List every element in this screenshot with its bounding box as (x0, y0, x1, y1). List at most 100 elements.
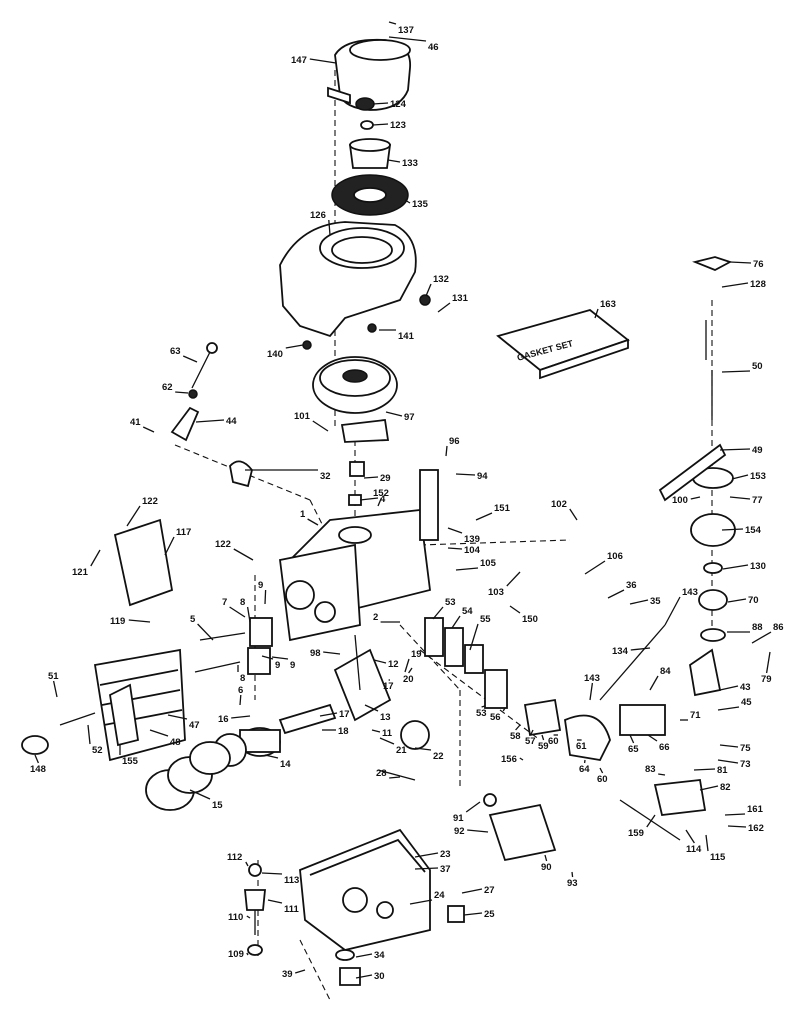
callout-label: 19 (411, 649, 422, 660)
callout-label: 48 (170, 737, 181, 748)
callout-leader (590, 683, 592, 700)
callout-label: 153 (750, 471, 766, 482)
callout-leader (585, 561, 605, 574)
callout-leader (448, 548, 462, 549)
callout-leader (730, 497, 750, 499)
callout-label: 9 (275, 660, 280, 671)
callout-leader (409, 668, 412, 673)
callout-label: 104 (464, 545, 481, 556)
callout-label: 55 (480, 614, 491, 625)
callout-label: 110 (228, 912, 243, 923)
callout-label: 159 (628, 828, 644, 839)
callout-label: 9 (258, 580, 263, 591)
callout-label: 84 (660, 666, 671, 677)
callout-label: 63 (170, 346, 181, 357)
callout-label: 115 (710, 852, 726, 863)
callout-leader (165, 537, 174, 555)
callout-label: 111 (284, 904, 300, 915)
callout-leader (647, 815, 655, 827)
callout-label: 54 (462, 606, 473, 617)
callout-leader (691, 497, 700, 499)
callout-label: 102 (551, 499, 567, 510)
callout-label: 56 (490, 712, 501, 723)
callout-leader (373, 124, 388, 125)
callout-leader (248, 607, 250, 622)
callout-leader (405, 659, 409, 672)
callout-label: 94 (477, 471, 488, 482)
callout-leader (446, 446, 447, 456)
callout-label: 51 (48, 671, 59, 682)
callout-label: 133 (402, 158, 418, 169)
callout-label: 162 (748, 823, 764, 834)
callout-leader (720, 449, 750, 450)
callout-leader (720, 686, 738, 690)
callout-leader (196, 420, 224, 422)
callout-label: 37 (440, 864, 451, 875)
callout-leader (516, 725, 520, 730)
callout-label: 82 (720, 782, 731, 793)
callout-label: 156 (501, 754, 517, 765)
callout-label: 75 (740, 743, 751, 754)
callout-leader (466, 802, 480, 812)
callout-leader (718, 760, 738, 763)
callout-leader (268, 900, 282, 903)
callout-label: 47 (189, 720, 200, 731)
callout-label: 15 (212, 800, 223, 811)
callout-label: 88 (752, 622, 763, 633)
callout-leader (265, 755, 278, 758)
callout-leader (728, 826, 746, 827)
callout-leader (572, 872, 573, 877)
callout-label: 130 (750, 561, 766, 572)
callout-label: 121 (72, 567, 89, 578)
callout-label: 137 (398, 25, 414, 36)
callout-label: 2 (373, 612, 378, 623)
callout-leader (388, 160, 400, 162)
callout-leader (234, 549, 253, 560)
callout-label: 147 (291, 55, 307, 66)
callout-label: 70 (748, 595, 759, 606)
gasket-set-box: GASKET SET (498, 310, 628, 378)
callout-label: 8 (240, 597, 245, 608)
callout-leader (631, 648, 650, 650)
callout-label: 154 (745, 525, 762, 536)
callout-leader (386, 412, 402, 416)
callout-leader (246, 862, 248, 866)
callout-label: 119 (110, 616, 125, 627)
callout-leader (767, 652, 770, 673)
callout-label: 12 (388, 659, 399, 670)
callout-label: 35 (650, 596, 661, 607)
callout-label: 132 (433, 274, 449, 285)
callout-label: 44 (226, 416, 237, 427)
callout-leader (230, 607, 245, 617)
callout-label: 8 (240, 673, 245, 684)
callout-label: 65 (628, 744, 639, 755)
callout-label: 18 (338, 726, 349, 737)
governor-shaft-parts (245, 864, 265, 955)
callout-label: 57 (525, 736, 536, 747)
callout-label: 86 (773, 622, 784, 633)
callout-leader (694, 769, 715, 770)
callout-label: 61 (576, 741, 587, 752)
callout-label: 36 (626, 580, 637, 591)
callout-leader (718, 707, 739, 710)
callout-label: 20 (403, 674, 414, 685)
callout-label: 123 (390, 120, 406, 131)
callout-label: 141 (398, 331, 415, 342)
callout-leader (752, 632, 771, 643)
callout-label: 113 (284, 875, 299, 886)
callout-leader (313, 421, 328, 431)
callout-leader (650, 676, 658, 690)
callout-leader (608, 590, 624, 598)
callout-label: 100 (672, 495, 688, 506)
callout-label: 7 (222, 597, 227, 608)
callout-label: 66 (659, 742, 670, 753)
callout-label: 73 (740, 759, 751, 770)
callout-label: 60 (597, 774, 608, 785)
callout-leader (175, 392, 188, 393)
callout-label: 106 (607, 551, 623, 562)
callout-label: 1 (300, 509, 306, 520)
callout-label: 23 (440, 849, 451, 860)
callout-label: 41 (130, 417, 141, 428)
callout-label: 43 (740, 682, 751, 693)
